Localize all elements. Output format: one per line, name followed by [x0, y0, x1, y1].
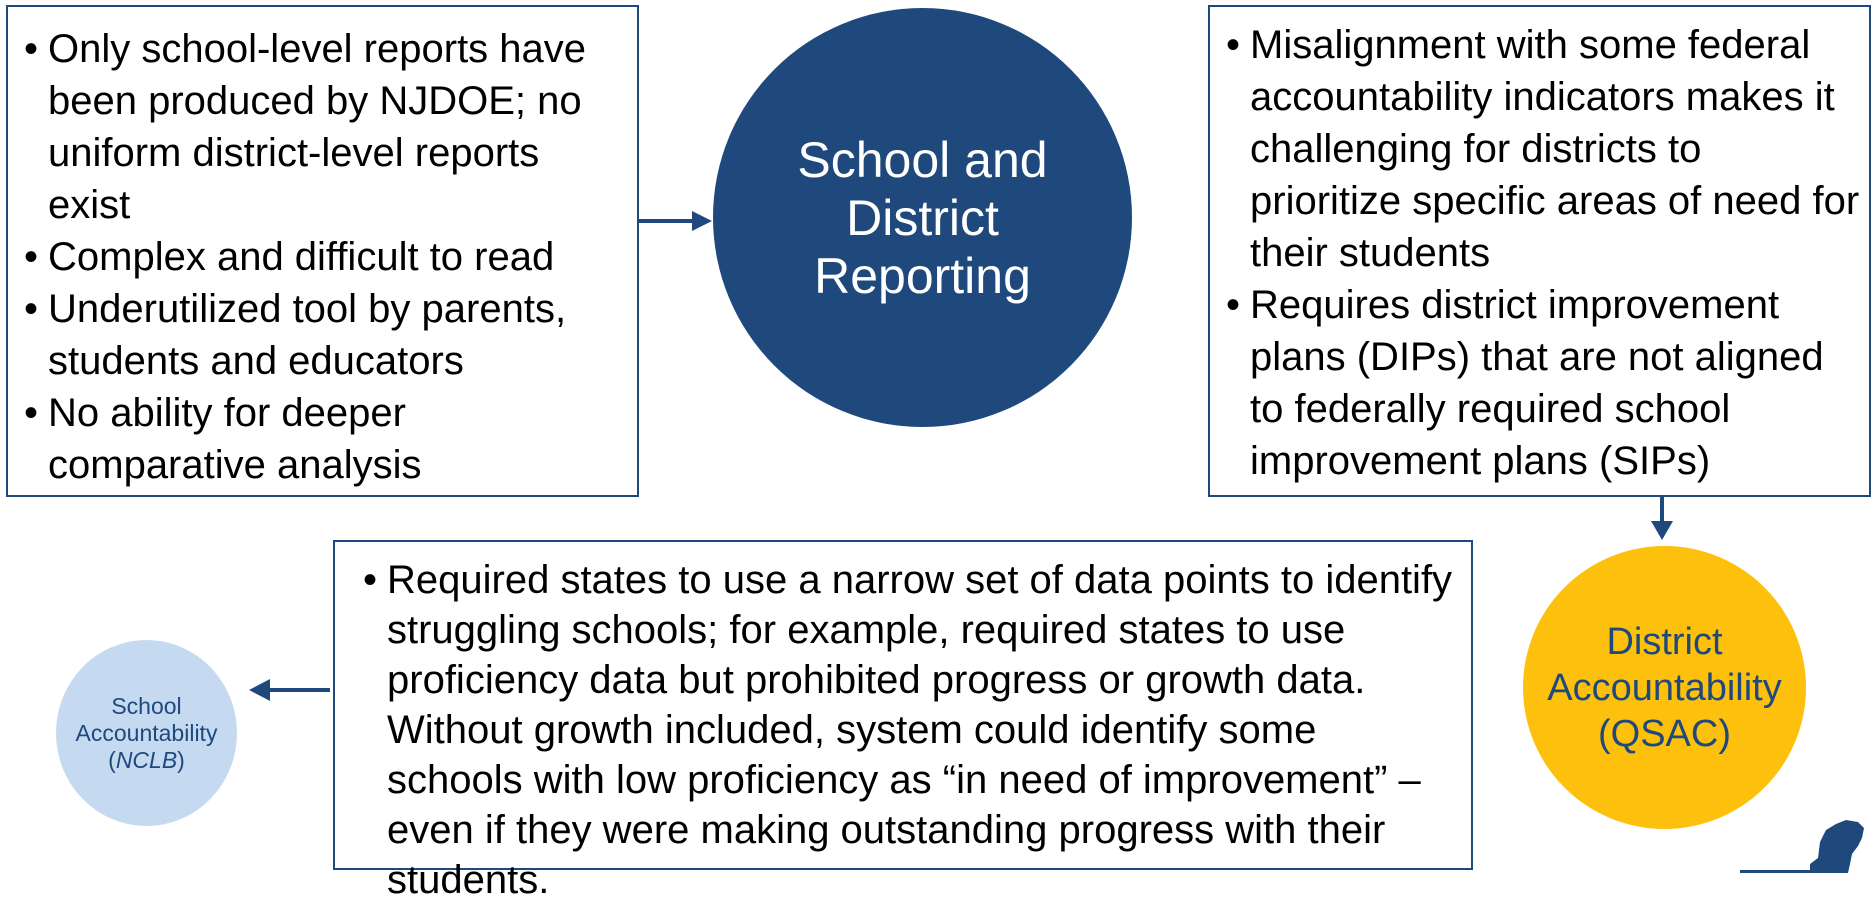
school-district-reporting-label: School and District Reporting	[797, 131, 1048, 304]
connector-arrows	[249, 211, 1673, 701]
school-accountability-circle: School Accountability (NCLB)	[56, 640, 237, 826]
list-item: No ability for deeper comparative analys…	[14, 387, 629, 491]
school-accountability-line2: Accountability	[75, 719, 218, 746]
nj-state-silhouette-icon	[1740, 820, 1864, 873]
list-item: Requires district improvement plans (DIP…	[1216, 279, 1861, 487]
arrow-to-school-accountability	[249, 679, 330, 701]
district-accountability-circle: District Accountability (QSAC)	[1523, 546, 1806, 829]
reporting-issues-list: Only school-level reports have been prod…	[14, 23, 629, 491]
list-item: Misalignment with some federal accountab…	[1216, 19, 1861, 279]
district-accountability-issues-list: Misalignment with some federal accountab…	[1216, 19, 1861, 487]
district-accountability-issues-box: Misalignment with some federal accountab…	[1208, 5, 1871, 497]
reporting-issues-box: Only school-level reports have been prod…	[6, 5, 639, 497]
school-accountability-label: School Accountability (NCLB)	[76, 693, 218, 774]
school-accountability-paren-close: )	[177, 746, 185, 773]
arrow-to-reporting	[639, 211, 712, 231]
nclb-label: NCLB	[115, 746, 178, 773]
school-district-reporting-circle: School and District Reporting	[713, 8, 1132, 427]
school-accountability-line1: School	[111, 692, 182, 719]
list-item: Complex and difficult to read	[14, 231, 629, 283]
list-item: Only school-level reports have been prod…	[14, 23, 629, 231]
arrow-to-district-accountability	[1651, 497, 1673, 540]
school-accountability-paren-open: (	[108, 746, 116, 773]
list-item: Underutilized tool by parents, students …	[14, 283, 629, 387]
district-accountability-label: District Accountability (QSAC)	[1547, 620, 1782, 755]
